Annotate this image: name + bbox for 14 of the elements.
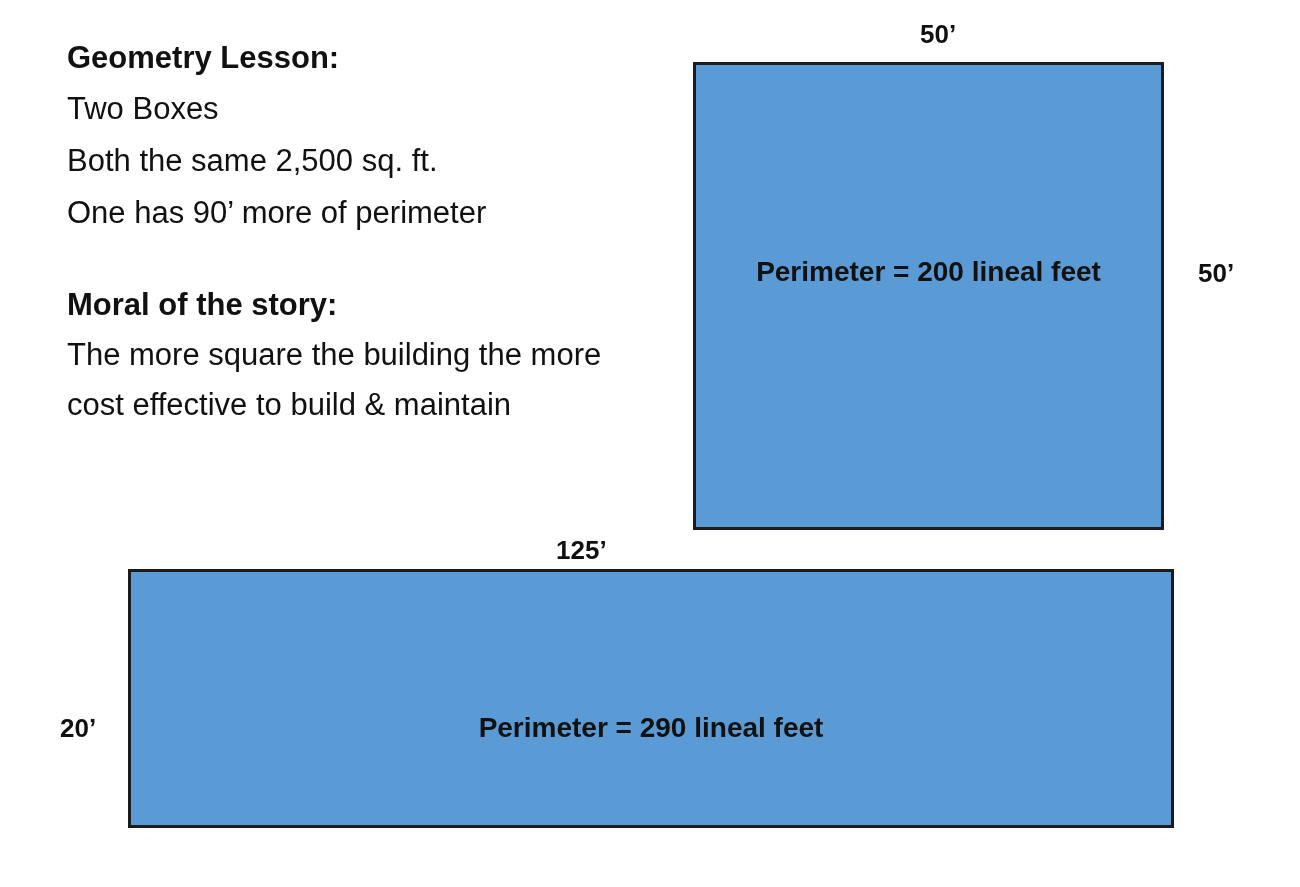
dimension-label: 20’ [60,712,97,745]
text-line: Both the same 2,500 sq. ft. [67,142,438,180]
perimeter-label: Perimeter = 290 lineal feet [478,711,824,744]
heading: Moral of the story: [67,286,338,324]
dimension-label: 50’ [920,18,957,51]
perimeter-label: Perimeter = 200 lineal feet [756,256,1101,288]
dimension-label: 50’ [1198,257,1235,290]
heading: Geometry Lesson: [67,39,340,77]
text-line: One has 90’ more of perimeter [67,194,487,232]
rectangle [693,62,1164,530]
paragraph: The more square the building the more cost effective to build & maintain [67,336,603,424]
text-line: Two Boxes [67,90,219,128]
dimension-label: 125’ [556,534,607,567]
rectangle [128,569,1174,828]
